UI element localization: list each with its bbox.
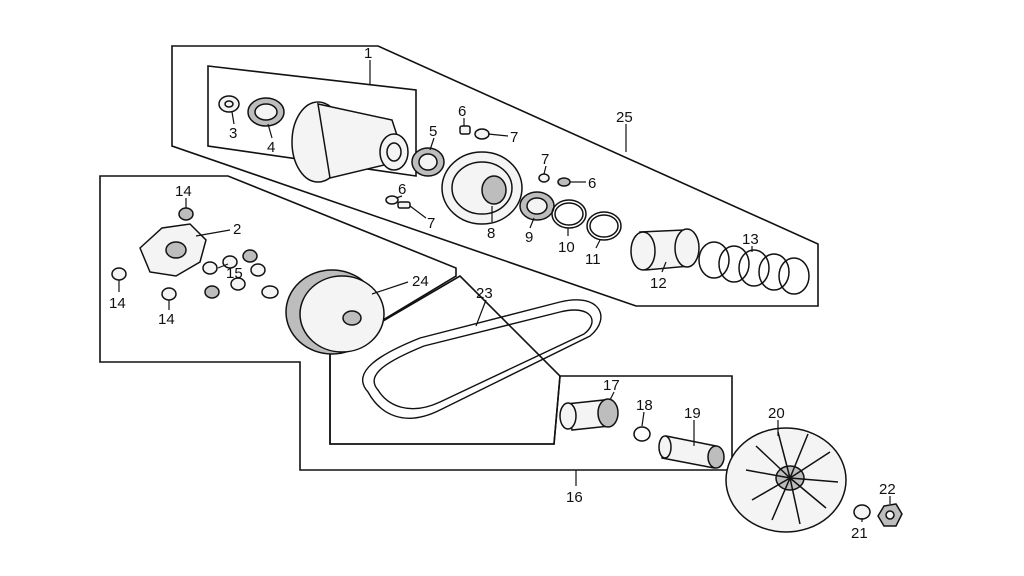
part-14-slider-top bbox=[178, 207, 194, 221]
leader-24 bbox=[371, 281, 409, 295]
callout-19: 19 bbox=[684, 405, 701, 422]
callout-21: 21 bbox=[851, 525, 868, 542]
callout-12: 12 bbox=[650, 275, 667, 292]
part-6-pin-lower bbox=[385, 195, 411, 209]
leader-11 bbox=[595, 239, 601, 249]
part-20-fan bbox=[725, 427, 847, 533]
part-11-o-ring bbox=[586, 211, 622, 241]
part-14-slider-left bbox=[111, 267, 127, 281]
part-7-roller-upper bbox=[474, 128, 490, 140]
group-border-25 bbox=[171, 45, 819, 307]
callout-1: 1 bbox=[364, 45, 372, 62]
leader-7a bbox=[487, 133, 509, 137]
part-22-nut bbox=[877, 503, 903, 527]
callout-18: 18 bbox=[636, 397, 653, 414]
callout-7a: 7 bbox=[510, 129, 518, 146]
part-7-roller-mid bbox=[538, 173, 550, 183]
callout-23: 23 bbox=[476, 285, 493, 302]
leader-2 bbox=[195, 229, 231, 237]
callout-7b: 7 bbox=[541, 151, 549, 168]
callout-8: 8 bbox=[487, 225, 495, 242]
part-6-pin-upper bbox=[459, 125, 471, 135]
part-13-spring bbox=[698, 241, 810, 295]
leader-5 bbox=[429, 137, 435, 151]
leader-3 bbox=[231, 111, 235, 125]
callout-16: 16 bbox=[566, 489, 583, 506]
part-18-ring bbox=[633, 426, 651, 442]
callout-24: 24 bbox=[412, 273, 429, 290]
callout-14a: 14 bbox=[175, 183, 192, 200]
callout-9: 9 bbox=[525, 229, 533, 246]
callout-2: 2 bbox=[233, 221, 241, 238]
leader-23 bbox=[475, 299, 487, 327]
part-1-fixed-face bbox=[291, 101, 409, 183]
part-14-slider-bottom bbox=[161, 287, 177, 301]
callout-5: 5 bbox=[429, 123, 437, 140]
callout-4: 4 bbox=[267, 139, 275, 156]
leader-6c bbox=[395, 195, 403, 199]
callout-15: 15 bbox=[226, 265, 243, 282]
part-4-seal bbox=[247, 97, 285, 127]
callout-13: 13 bbox=[742, 231, 759, 248]
part-24-drive-face bbox=[285, 269, 385, 355]
part-8-movable-face bbox=[441, 151, 523, 225]
part-12-collar bbox=[630, 228, 700, 271]
leader-12 bbox=[661, 261, 667, 273]
part-2-ramp-plate bbox=[139, 223, 207, 277]
callout-10: 10 bbox=[558, 239, 575, 256]
part-6-pin-mid bbox=[557, 177, 571, 187]
callout-7c: 7 bbox=[427, 215, 435, 232]
group-border-1 bbox=[207, 65, 417, 177]
callout-17: 17 bbox=[603, 377, 620, 394]
part-9-ring bbox=[519, 191, 555, 221]
callout-25: 25 bbox=[616, 109, 633, 126]
callout-14b: 14 bbox=[109, 295, 126, 312]
leader-18 bbox=[641, 411, 645, 427]
part-17-bushing bbox=[559, 398, 619, 431]
callout-6c: 6 bbox=[398, 181, 406, 198]
leader-7c bbox=[409, 205, 427, 219]
leader-9 bbox=[529, 217, 535, 229]
leader-15 bbox=[217, 263, 229, 269]
callout-6a: 6 bbox=[458, 103, 466, 120]
callout-14c: 14 bbox=[158, 311, 175, 328]
part-23-drive-belt bbox=[362, 299, 602, 419]
callout-6b: 6 bbox=[588, 175, 596, 192]
leader-17 bbox=[609, 391, 615, 401]
callout-3: 3 bbox=[229, 125, 237, 142]
callout-22: 22 bbox=[879, 481, 896, 498]
callout-20: 20 bbox=[768, 405, 785, 422]
part-5-ring bbox=[411, 147, 445, 177]
leader-4 bbox=[267, 123, 273, 139]
group-border-16 bbox=[99, 175, 733, 471]
part-10-o-ring bbox=[551, 199, 587, 229]
part-21-washer bbox=[853, 504, 871, 520]
part-19-sleeve bbox=[658, 435, 725, 469]
part-3-washer bbox=[218, 95, 240, 113]
callout-11: 11 bbox=[585, 251, 601, 268]
group-border-23 bbox=[329, 274, 561, 445]
leader-7b bbox=[543, 165, 547, 175]
